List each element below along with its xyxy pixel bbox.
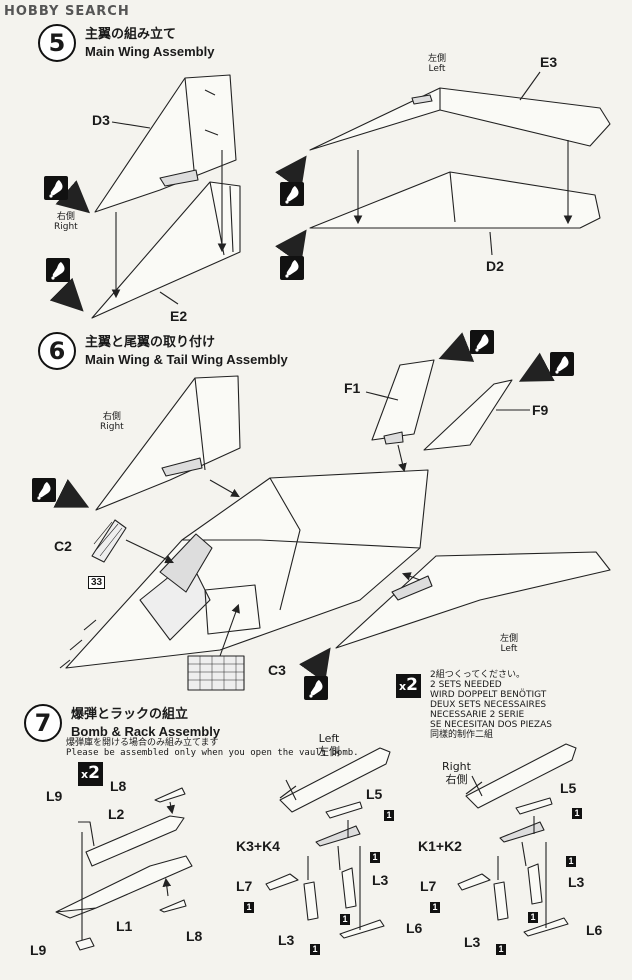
wing-right-step6 [95, 375, 241, 511]
step-number: 7 [24, 704, 62, 742]
glue-drop-icon [280, 182, 304, 206]
part-label-l3: L3 [372, 872, 389, 888]
part-label-l3: L3 [568, 874, 585, 890]
part-label-d3: D3 [92, 112, 110, 128]
step-title-en: Main Wing & Tail Wing Assembly [85, 352, 288, 367]
step-5-header: 5 主翼の組み立て Main Wing Assembly [38, 24, 214, 62]
part-label-l3: L3 [464, 934, 481, 950]
cement-marker: 1 [566, 856, 576, 867]
glue-drop-icon [470, 330, 494, 354]
part-label-l2: L2 [108, 806, 125, 822]
step-title-en: Main Wing Assembly [85, 44, 215, 59]
part-label-c2: C2 [54, 538, 72, 554]
mesh-c3 [187, 655, 245, 691]
bomb-l2 [78, 815, 185, 867]
part-label-l7: L7 [236, 878, 253, 894]
part-label-c3: C3 [268, 662, 286, 678]
tail-f1 [371, 359, 435, 445]
glue-drop-icon [46, 258, 70, 282]
part-label-e2: E2 [170, 308, 188, 324]
cement-marker: 1 [340, 914, 350, 925]
wing-left-step6 [335, 551, 611, 649]
step-title-jp: 主翼の組み立て [85, 27, 177, 42]
wing-e2 [91, 181, 241, 319]
step-title-en: Bomb & Rack Assembly [71, 724, 221, 739]
cement-marker: 1 [528, 912, 538, 923]
part-label-l6: L6 [586, 922, 603, 938]
step-number: 5 [38, 24, 76, 62]
glue-drop-icon [44, 176, 68, 200]
step-7-header: 7 爆弾とラックの組立 Bomb & Rack Assembly [24, 704, 220, 742]
watermark: HOBBY SEARCH [4, 4, 130, 19]
two-sets-note: 2組つくってください。 2 SETS NEEDED WIRD DOPPELT B… [430, 670, 552, 740]
part-label-l3: L3 [278, 932, 295, 948]
part-label-l6: L6 [406, 920, 423, 936]
glue-drop-icon [550, 352, 574, 376]
step-title-jp: 主翼と尾翼の取り付け [85, 335, 216, 350]
part-label-l9: L9 [46, 788, 63, 804]
step-number: 6 [38, 332, 76, 370]
glue-drop-icon [304, 676, 328, 700]
bomb-rack-left [265, 747, 391, 939]
cement-marker: 1 [384, 810, 394, 821]
cement-marker: 1 [370, 852, 380, 863]
glue-drop-icon [32, 478, 56, 502]
part-label-l9: L9 [30, 942, 47, 958]
cement-marker: 1 [572, 808, 582, 819]
step-title-jp: 爆弾とラックの組立 [71, 707, 189, 722]
cement-marker: 1 [496, 944, 506, 955]
cement-marker: 1 [310, 944, 320, 955]
wing-d3 [94, 74, 237, 213]
two-sets-badge: x2 [396, 674, 421, 698]
rack-l1 [55, 855, 193, 919]
part-label-l1: L1 [116, 918, 133, 934]
part-label-l5: L5 [366, 786, 383, 802]
tail-f9 [423, 379, 513, 451]
step-6-header: 6 主翼と尾翼の取り付け Main Wing & Tail Wing Assem… [38, 332, 288, 370]
part-label-k1k2: K1+K2 [418, 838, 462, 854]
bomb-rack-right [457, 743, 577, 937]
part-label-l7: L7 [420, 878, 437, 894]
wing-e3 [309, 87, 611, 151]
bomb-note-jp: 爆弾庫を開ける場合のみ組み立てます [66, 738, 219, 748]
part-label-e3: E3 [540, 54, 558, 70]
bomb-note-en: Please be assembled only when you open t… [66, 748, 359, 758]
part-label-l8: L8 [186, 928, 203, 944]
part-label-33: 33 [88, 576, 106, 589]
part-label-f9: F9 [532, 402, 549, 418]
glue-drop-icon [280, 256, 304, 280]
part-label-l5: L5 [560, 780, 577, 796]
cement-marker: 1 [244, 902, 254, 913]
part-label-f1: F1 [344, 380, 361, 396]
cement-marker: 1 [430, 902, 440, 913]
two-sets-badge: x2 [78, 762, 103, 786]
part-label-l8: L8 [110, 778, 127, 794]
part-label-d2: D2 [486, 258, 504, 274]
mesh-c2 [91, 519, 127, 563]
wing-d2 [309, 171, 601, 229]
part-label-k3k4: K3+K4 [236, 838, 280, 854]
fuselage [59, 469, 429, 669]
